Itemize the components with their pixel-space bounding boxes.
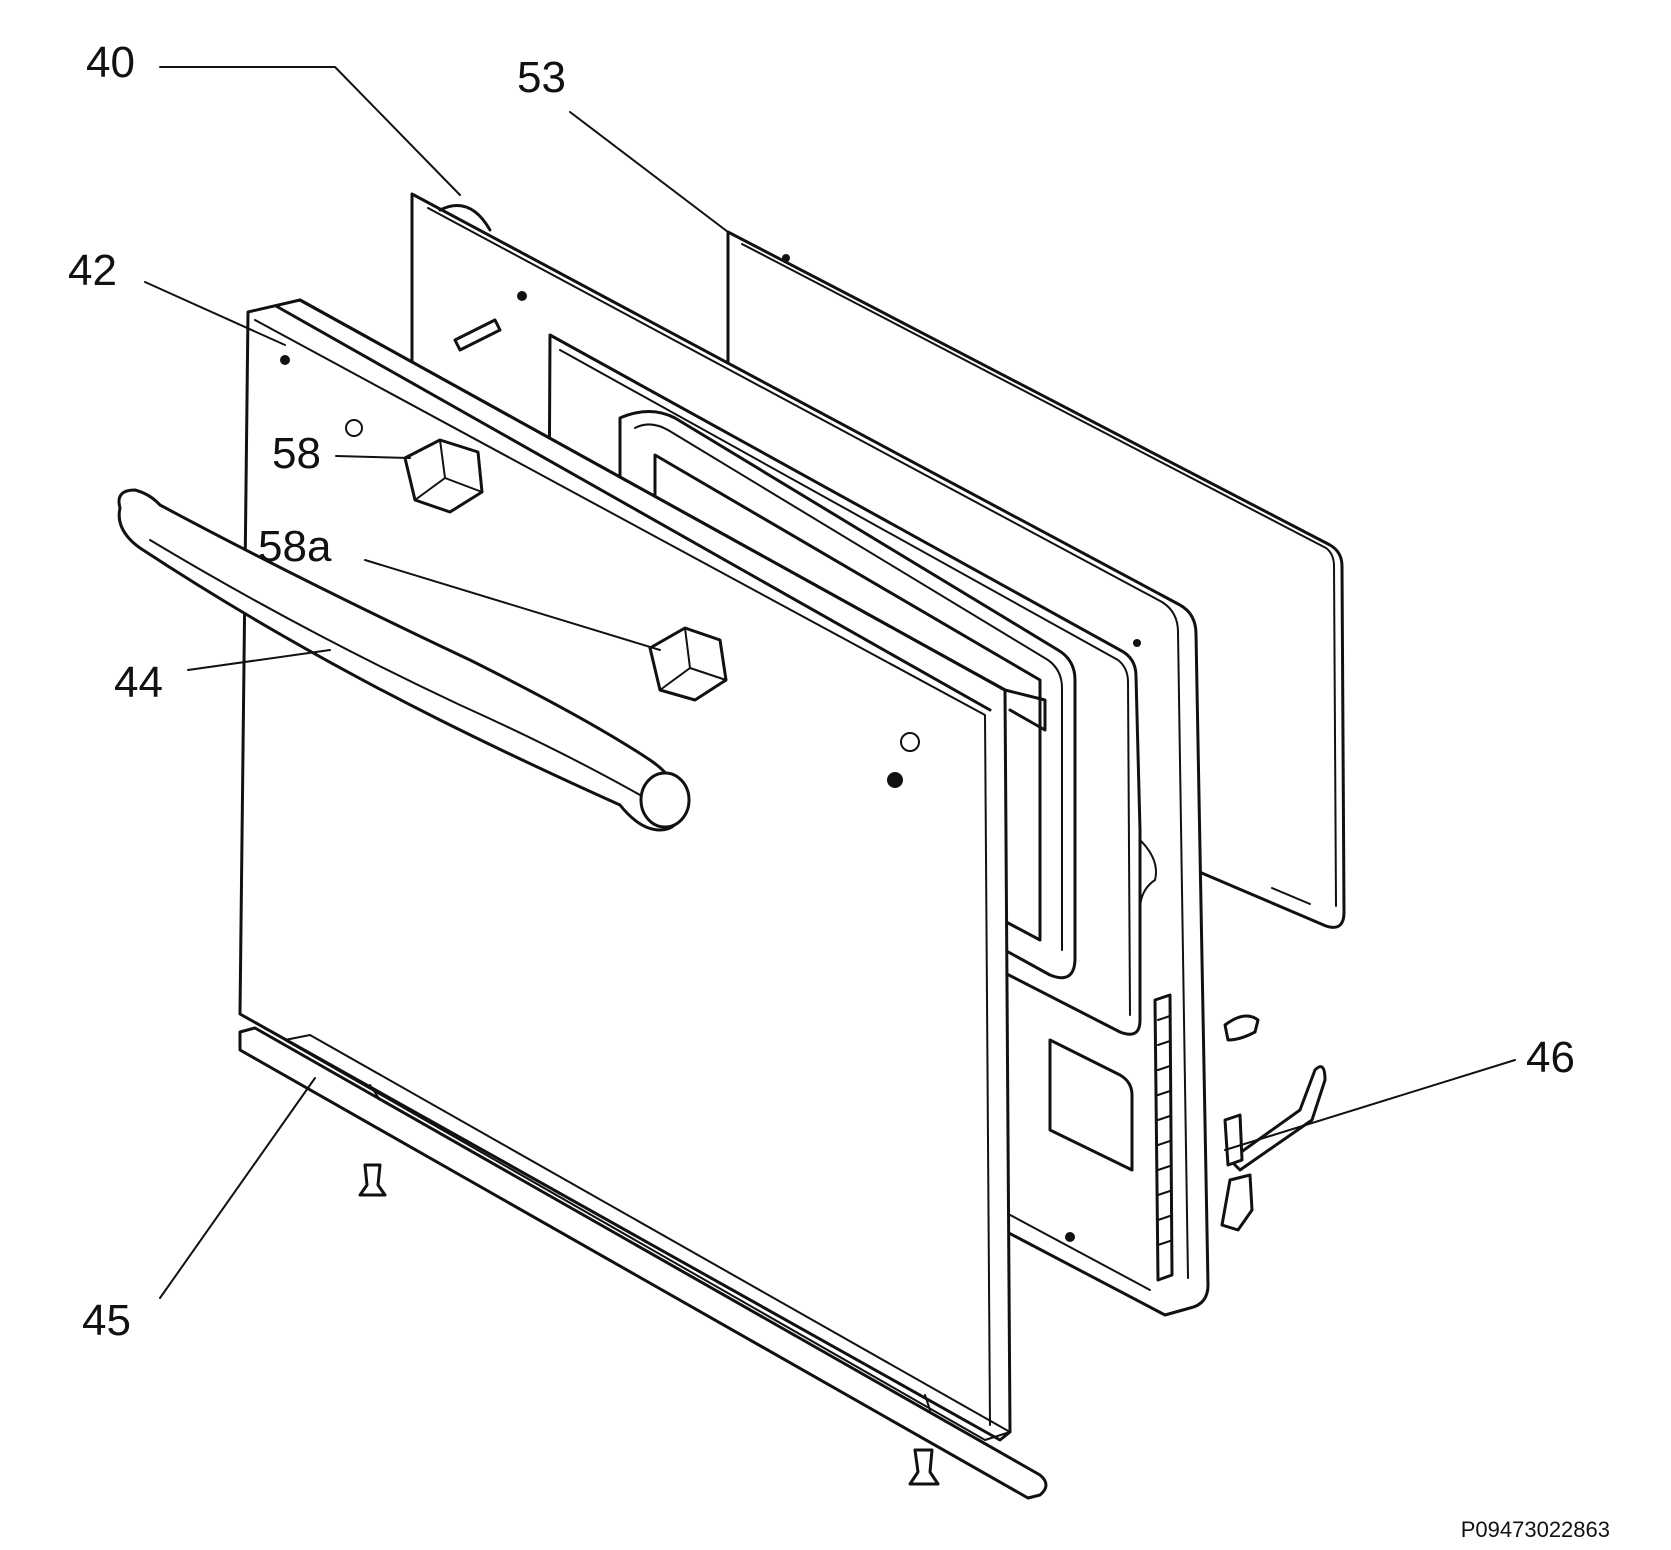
label-45: 45	[82, 1296, 131, 1345]
label-42: 42	[68, 246, 117, 295]
label-58a: 58a	[258, 522, 332, 571]
fixing-block-center	[648, 626, 920, 788]
label-44: 44	[114, 658, 163, 707]
label-46: 46	[1526, 1033, 1575, 1082]
bottom-trim-strip	[238, 1026, 1048, 1500]
drawing-code: P09473022863	[1461, 1517, 1610, 1542]
label-53: 53	[517, 53, 566, 102]
side-slot-marks	[1157, 1015, 1171, 1246]
label-58: 58	[272, 429, 321, 478]
door-handle	[117, 488, 691, 832]
fixing-block-upper	[345, 419, 484, 514]
leader-lines	[144, 66, 1516, 1299]
label-40: 40	[86, 38, 135, 87]
outer-glass-panel	[238, 298, 1047, 1442]
hinge-assembly	[1220, 1065, 1327, 1232]
